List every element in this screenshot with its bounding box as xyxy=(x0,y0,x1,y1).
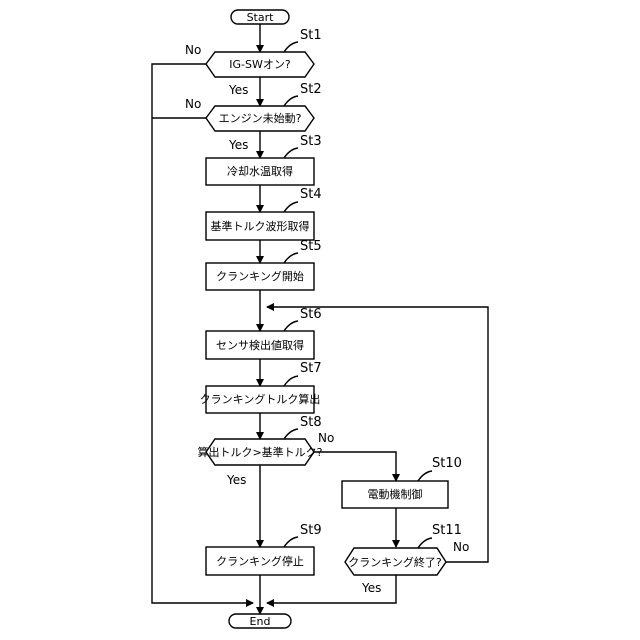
step-st3: 冷却水温取得 St3 xyxy=(206,134,322,185)
st1-id: St1 xyxy=(300,28,322,43)
step-st5: クランキング開始 St5 xyxy=(206,239,322,290)
step-st10: 電動機制御 St10 xyxy=(342,456,462,508)
st4-text: 基準トルク波形取得 xyxy=(211,219,310,233)
start-terminal: Start xyxy=(231,10,289,24)
end-terminal: End xyxy=(229,614,291,628)
step-st1: IG-SWオン? St1 xyxy=(206,28,322,77)
step-st4: 基準トルク波形取得 St4 xyxy=(206,187,322,240)
st8-no-label: No xyxy=(318,431,334,445)
st10-id: St10 xyxy=(432,456,462,471)
st10-text: 電動機制御 xyxy=(368,487,423,501)
st5-id: St5 xyxy=(300,239,322,254)
step-st9: クランキング停止 St9 xyxy=(206,523,322,575)
st3-text: 冷却水温取得 xyxy=(227,165,293,178)
st1-no-label: No xyxy=(185,43,201,57)
st9-text: クランキング停止 xyxy=(216,554,304,568)
st1-text: IG-SWオン? xyxy=(229,58,291,71)
st6-text: センサ検出値取得 xyxy=(216,338,304,352)
step-st2: エンジン未始動? St2 xyxy=(206,82,322,131)
st9-id: St9 xyxy=(300,523,322,538)
st2-id: St2 xyxy=(300,82,322,97)
st4-id: St4 xyxy=(300,187,322,202)
st8-id: St8 xyxy=(300,415,322,430)
step-st6: センサ検出値取得 St6 xyxy=(206,307,322,359)
st11-no-label: No xyxy=(453,540,469,554)
st7-id: St7 xyxy=(300,361,322,376)
st7-text: クランキングトルク算出 xyxy=(200,392,321,406)
end-label: End xyxy=(250,615,271,628)
st8-text: 算出トルク>基準トルク? xyxy=(197,445,322,459)
step-st11: クランキング終了? St11 xyxy=(345,523,462,575)
st2-yes-label: Yes xyxy=(228,138,248,152)
st3-id: St3 xyxy=(300,134,322,149)
st11-yes-label: Yes xyxy=(361,581,381,595)
st5-text: クランキング開始 xyxy=(216,269,304,283)
st2-no-label: No xyxy=(185,97,201,111)
st6-id: St6 xyxy=(300,307,322,322)
st11-text: クランキング終了? xyxy=(348,555,442,569)
st8-yes-label: Yes xyxy=(226,473,246,487)
st2-text: エンジン未始動? xyxy=(219,111,302,125)
start-label: Start xyxy=(247,11,275,24)
st11-id: St11 xyxy=(432,523,462,538)
st1-yes-label: Yes xyxy=(228,83,248,97)
